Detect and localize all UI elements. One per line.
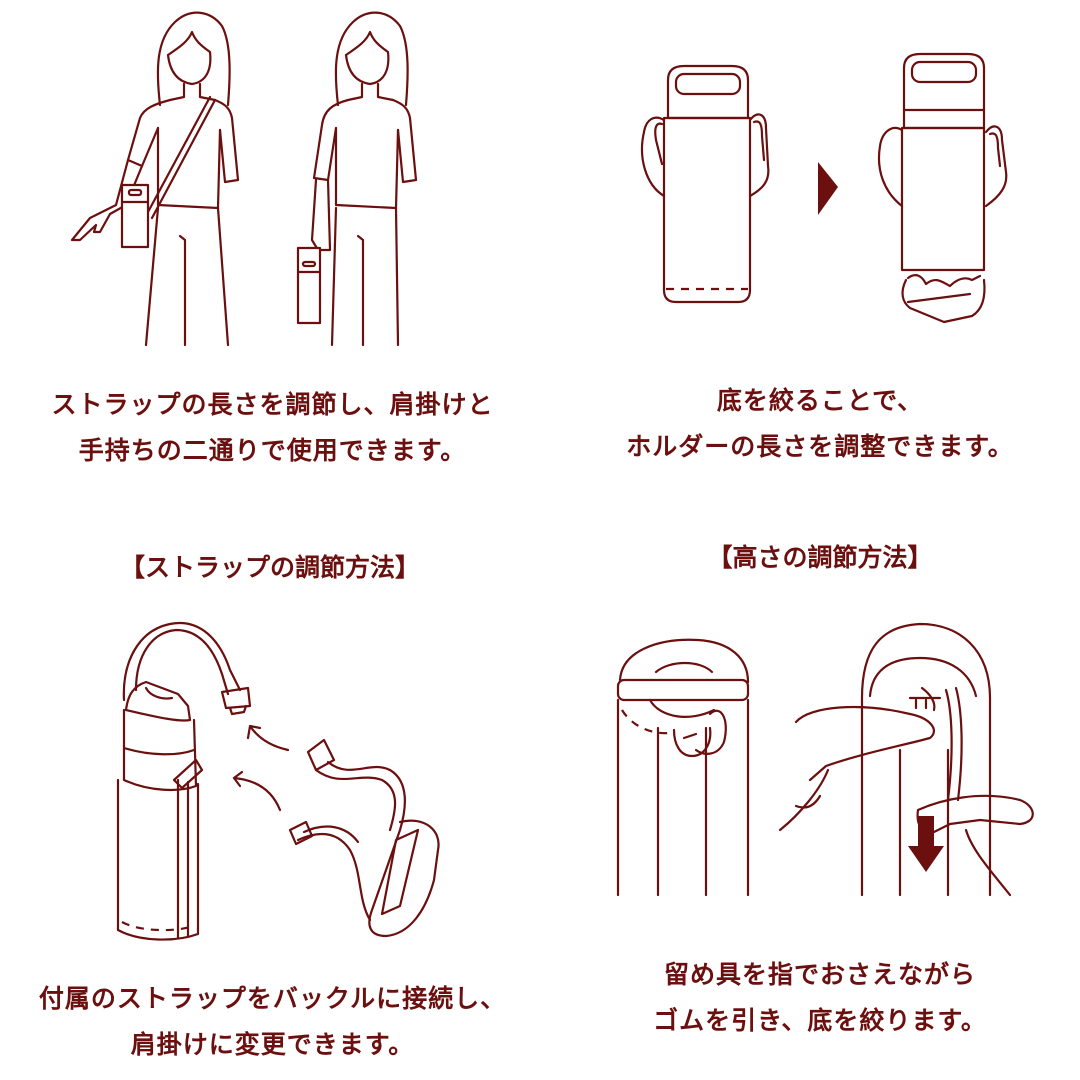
caption-line: ゴムを引き、底を絞ります。: [653, 1006, 987, 1035]
holder-before-after-illustration: [620, 40, 1020, 340]
caption-line: 留め具を指でおさえながら: [663, 960, 976, 989]
caption-line: 付属のストラップをバックルに接続し、: [38, 984, 507, 1013]
caption-height-adjust: 留め具を指でおさえながら ゴムを引き、底を絞ります。: [560, 952, 1080, 1044]
pull-down-arrow: [908, 816, 944, 872]
caption-usage-modes: ストラップの長さを調節し、肩掛けと 手持ちの二通りで使用できます。: [0, 382, 545, 474]
cord-pull-illustration: [600, 610, 1070, 910]
caption-line: 手持ちの二通りで使用できます。: [78, 436, 467, 465]
caption-line: 底を絞ることで、: [716, 386, 924, 415]
caption-strap-adjust: 付属のストラップをバックルに接続し、 肩掛けに変更できます。: [0, 976, 545, 1068]
heading-height-adjust: 【高さの調節方法】: [707, 543, 933, 572]
women-carry-icon: [70, 11, 418, 347]
heading-strap-adjust: 【ストラップの調節方法】: [119, 553, 420, 582]
caption-line: ストラップの長さを調節し、肩掛けと: [51, 390, 494, 419]
caption-line: ホルダーの長さを調整できます。: [626, 432, 1014, 461]
strap-connection-illustration: [100, 610, 480, 950]
women-carrying-illustration: [60, 0, 440, 360]
caption-holder-length: 底を絞ることで、 ホルダーの長さを調整できます。: [560, 378, 1080, 470]
caption-line: 肩掛けに変更できます。: [130, 1030, 415, 1059]
next-step-arrow: [818, 162, 838, 215]
holder-compare-icon: [640, 52, 1008, 324]
cord-pull-icon: [616, 622, 1034, 897]
strap-buckle-icon: [116, 621, 440, 941]
